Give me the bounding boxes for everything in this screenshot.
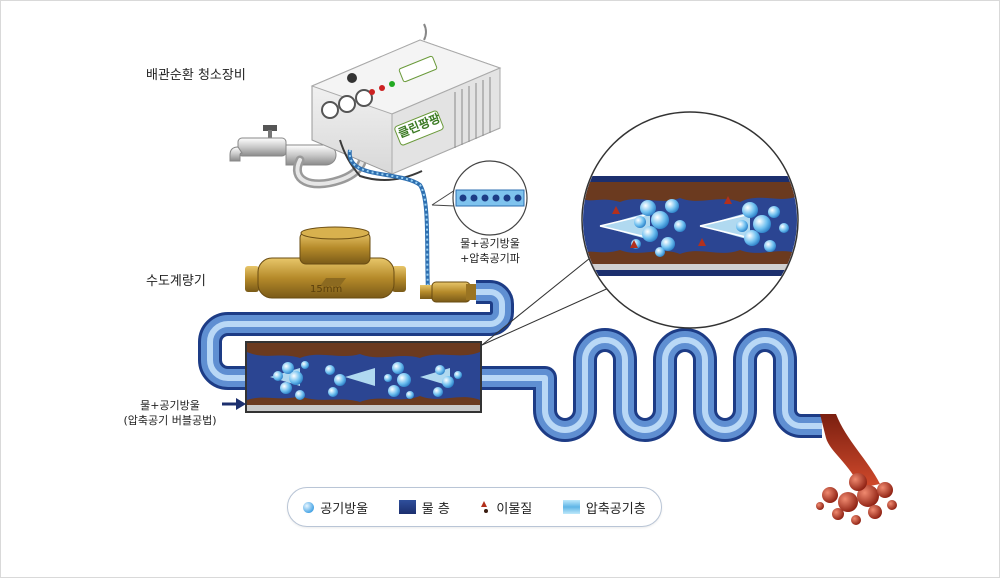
- legend-debris: 이물질: [480, 498, 532, 517]
- legend-water-layer: 물 층: [398, 498, 450, 517]
- pipe-cross-section: [245, 341, 482, 413]
- bubble-tube-label: 물+공기방울 +압축공기파: [452, 236, 528, 266]
- legend-compressed-air-layer: 압축공기층: [562, 498, 646, 517]
- legend-label: 이물질: [496, 501, 533, 517]
- inlet-label-line1: 물+공기방울: [140, 399, 200, 412]
- water-layer-swatch-icon: [398, 500, 416, 514]
- legend-air-bubble: 공기방울: [303, 498, 368, 517]
- air-bubble-icon: [303, 501, 315, 513]
- inlet-arrow-icon: [222, 398, 246, 410]
- bubble-tube-label-line2: +압축공기파: [460, 252, 520, 265]
- zoom-callout-lines: [481, 249, 623, 346]
- legend-label: 공기방울: [320, 501, 369, 517]
- compressed-air-swatch-icon: [562, 500, 580, 514]
- supply-hose: [347, 149, 430, 291]
- inlet-label: 물+공기방울 (압축공기 버블공법): [120, 398, 220, 428]
- inlet-label-line2: (압축공기 버블공법): [123, 414, 217, 427]
- main-pipe: [198, 280, 514, 390]
- water-meter-icon: [245, 226, 406, 299]
- legend-label: 압축공기층: [585, 501, 646, 517]
- hose-fitting-icon: [420, 281, 476, 303]
- machine-label: 배관순환 청소장비: [146, 68, 246, 83]
- bubble-tube-label-line1: 물+공기방울: [460, 237, 520, 250]
- debris-icon: [480, 500, 490, 514]
- bubble-tube-callout: [431, 160, 528, 236]
- debris-outflow: [816, 414, 897, 525]
- meter-label: 수도계량기: [146, 274, 206, 289]
- legend: 공기방울 물 층 이물질 압축공기층: [287, 487, 662, 527]
- meter-size-text: 15mm: [310, 284, 342, 295]
- cleaning-machine: [310, 23, 502, 181]
- magnified-pipe-view: [581, 111, 799, 329]
- legend-label: 물 층: [421, 501, 450, 517]
- serpentine-pipe: [480, 328, 822, 442]
